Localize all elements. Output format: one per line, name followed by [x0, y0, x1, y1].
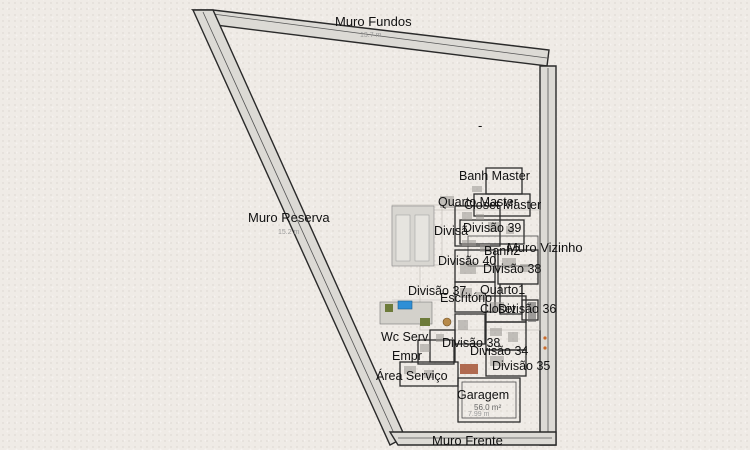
label-closet: Closet [480, 302, 516, 316]
label-banh2: Banh2 [484, 244, 520, 258]
marker-dot [543, 336, 547, 340]
stairs [460, 364, 478, 374]
wall-back-dimension: 13.7 m [360, 32, 382, 39]
wall-front[interactable] [388, 431, 557, 446]
label-divisao-37: Divisão 37 [408, 284, 466, 298]
room-closet-master[interactable] [473, 193, 531, 217]
plant [385, 304, 393, 312]
room-quarto1[interactable] [499, 283, 523, 315]
pool [397, 300, 413, 310]
label-garagem: Garagem [457, 388, 509, 402]
outdoor-area [379, 300, 547, 374]
label-divisao-35: Divisão 35 [492, 359, 550, 373]
furniture-zone-left [391, 205, 435, 267]
lot-walls [190, 9, 557, 446]
room-garagem[interactable] [457, 377, 521, 423]
label-divisao-38b: Divisão 38 [442, 336, 500, 350]
label-muro-reserva: Muro Reserva [248, 210, 330, 225]
label-divisao-39: Divisão 39 [463, 221, 521, 235]
label-area-servico: Área Serviço [376, 368, 448, 383]
label-quarto1: Quarto1 [480, 283, 525, 297]
room-divisao-38b[interactable] [454, 313, 486, 345]
plant-2 [420, 318, 430, 326]
label-muro-vizinho: Muro Vizinho [507, 240, 583, 255]
room-garagem-inner [461, 381, 517, 419]
label-empr: Empr [392, 349, 422, 363]
room-escritorio[interactable] [454, 281, 496, 313]
label-muro-fundos: Muro Fundos [335, 14, 412, 29]
label-closet-master: Closet Master [464, 198, 541, 212]
label-divisao-34: Divisão 34 [470, 344, 528, 358]
wall-reserve[interactable] [191, 9, 406, 446]
table-round [442, 317, 452, 327]
garagem-dimension: 7.99 m [468, 411, 490, 418]
label-garagem-area: 56.0 m² [474, 403, 501, 412]
label-divisao-short: Divisã [434, 224, 468, 238]
label-divisao-40: Divisão 40 [438, 254, 496, 268]
wall-reserve-centerline [202, 11, 398, 441]
labels: Muro Fundos Muro Reserva Muro Vizinho Mu… [248, 14, 583, 448]
room-divisao-35[interactable] [485, 349, 527, 377]
door-frame [528, 302, 536, 322]
label-divisao-38a: Divisão 38 [483, 262, 541, 276]
furniture-texture [404, 186, 530, 378]
label-banh-master: Banh Master [459, 169, 530, 183]
room-divisao-39[interactable] [459, 219, 525, 245]
room-area-servico[interactable] [399, 361, 459, 387]
label-muro-frente: Muro Frente [432, 433, 503, 448]
label-quarto-master: Quarto Master [438, 195, 518, 209]
wall-back-centerline [212, 13, 548, 59]
label-escritorio: Escritório [440, 291, 492, 305]
label-marker: - [478, 118, 482, 133]
dimension-marks: 13.7 m 15.2 m 7.99 m [278, 32, 490, 418]
label-divisao-36: Divisão 36 [498, 302, 556, 316]
marker-dot-2 [543, 346, 547, 350]
label-wc-serv: Wc Serv [381, 330, 429, 344]
wall-reserve-dimension: 15.2 m [278, 229, 300, 236]
